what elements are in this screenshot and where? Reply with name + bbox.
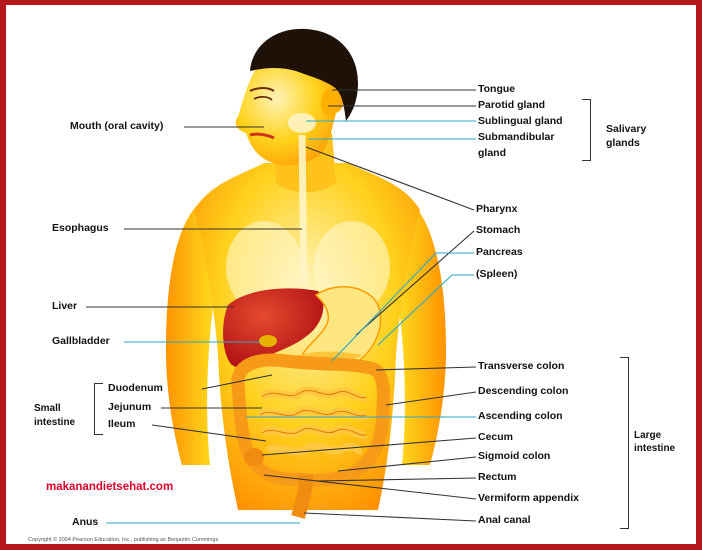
label-anus: Anus <box>72 516 98 529</box>
digestive-system-illustration <box>6 5 702 550</box>
label-esophagus: Esophagus <box>52 222 109 235</box>
gallbladder <box>259 335 277 347</box>
rectum <box>298 475 306 517</box>
label-small-intestine-line2: intestine <box>34 416 75 429</box>
label-submandibular-gland-line1: Submandibular <box>478 131 554 144</box>
watermark: makanandietsehat.com <box>46 481 173 493</box>
label-anal-canal: Anal canal <box>478 514 531 527</box>
label-cecum: Cecum <box>478 431 513 444</box>
label-mouth-oral-cavity: Mouth (oral cavity) <box>70 120 163 133</box>
salivary-glands-bracket <box>582 99 591 161</box>
label-ascending-colon: Ascending colon <box>478 410 563 423</box>
ear <box>321 89 339 117</box>
label-pharynx: Pharynx <box>476 203 517 216</box>
label-parotid-gland: Parotid gland <box>478 99 545 112</box>
label-vermiform-appendix: Vermiform appendix <box>478 492 579 505</box>
esophagus <box>302 135 304 285</box>
label-sublingual-gland: Sublingual gland <box>478 115 563 128</box>
label-large-intestine-line1: Large <box>634 429 661 442</box>
label-stomach: Stomach <box>476 224 520 237</box>
label-spleen: (Spleen) <box>476 268 517 281</box>
label-transverse-colon: Transverse colon <box>478 360 564 373</box>
label-rectum: Rectum <box>478 471 517 484</box>
label-salivary-glands-line2: glands <box>606 137 640 150</box>
label-duodenum: Duodenum <box>108 382 163 395</box>
label-liver: Liver <box>52 300 77 313</box>
label-ileum: Ileum <box>108 418 135 431</box>
salivary-glands <box>288 113 316 133</box>
label-descending-colon: Descending colon <box>478 385 568 398</box>
label-pancreas: Pancreas <box>476 246 523 259</box>
label-jejunum: Jejunum <box>108 401 151 414</box>
label-sigmoid-colon: Sigmoid colon <box>478 450 550 463</box>
label-gallbladder: Gallbladder <box>52 335 110 348</box>
copyright-notice: Copyright © 2004 Pearson Education, Inc.… <box>28 537 218 543</box>
label-tongue: Tongue <box>478 83 515 96</box>
cecum <box>244 448 264 466</box>
label-submandibular-gland-line2: gland <box>478 147 506 160</box>
label-salivary-glands-line1: Salivary <box>606 123 646 136</box>
small-intestine-bracket <box>94 383 103 435</box>
label-small-intestine-line1: Small <box>34 402 61 415</box>
large-intestine-bracket <box>620 357 629 529</box>
label-large-intestine-line2: intestine <box>634 442 675 455</box>
